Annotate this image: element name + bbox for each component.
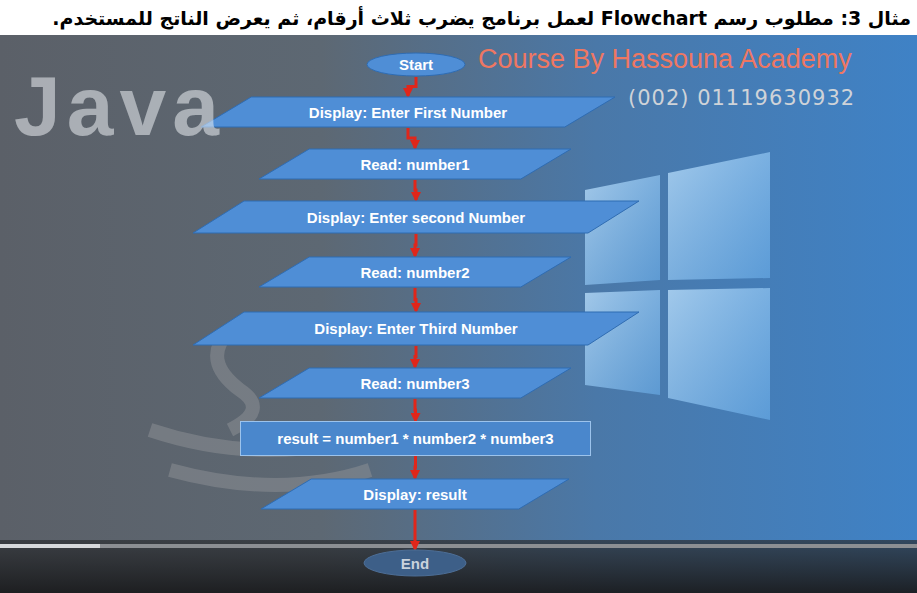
output-parallelogram: Display: Enter First Number (200, 96, 616, 128)
output-parallelogram: Display: Enter second Number (192, 200, 640, 234)
node-shape (193, 201, 639, 233)
flow-arrow (408, 77, 416, 96)
watermark-phone: (002) 01119630932 (628, 86, 855, 110)
input-parallelogram: Read: number1 (258, 148, 572, 180)
node-shape (364, 550, 466, 576)
video-bar (0, 540, 917, 593)
node-label: Read: number3 (360, 375, 469, 392)
input-parallelogram: Read: number3 (258, 367, 572, 399)
flow-arrow (415, 180, 416, 200)
node-label: Display: Enter second Number (307, 209, 525, 226)
node-shape (259, 257, 571, 287)
node-shape (259, 149, 571, 179)
flow-arrow (414, 456, 418, 478)
windows-logo (585, 152, 770, 420)
node-shape (193, 312, 639, 345)
watermark-java: Java (14, 58, 225, 155)
node-shape (201, 97, 615, 127)
node-label: Display: result (363, 486, 466, 503)
output-parallelogram: Display: result (260, 478, 570, 510)
flow-arrow (414, 399, 418, 421)
input-parallelogram: Read: number2 (258, 256, 572, 288)
watermark-academy: Course By Hassouna Academy (478, 44, 852, 75)
java-cup-logo (150, 330, 390, 485)
node-label: Start (399, 56, 433, 73)
flow-arrow (408, 128, 415, 148)
flow-arrow (415, 288, 416, 311)
node-label: Display: Enter Third Number (314, 320, 517, 337)
node-label: Display: Enter First Number (309, 104, 507, 121)
title-bar: مثال 3: مطلوب رسم Flowchart لعمل برنامج … (0, 0, 917, 35)
flow-arrow (415, 346, 416, 367)
node-label: result = number1 * number2 * number3 (277, 430, 553, 447)
node-shape (367, 53, 465, 76)
flow-arrow (414, 510, 417, 549)
node-shape (241, 422, 591, 456)
node-label: Read: number2 (360, 264, 469, 281)
node-shape (259, 368, 571, 398)
flow-arrow (415, 234, 416, 256)
progress-fill (0, 544, 100, 548)
node-shape (261, 479, 569, 509)
start-terminal: Start (366, 52, 466, 77)
node-label: Read: number1 (360, 156, 469, 173)
output-parallelogram: Display: Enter Third Number (192, 311, 640, 346)
end-terminal: End (363, 549, 467, 577)
title-text: مثال 3: مطلوب رسم Flowchart لعمل برنامج … (52, 7, 911, 29)
node-label: End (401, 555, 429, 572)
progress-track (0, 544, 917, 548)
process-box: result = number1 * number2 * number3 (240, 421, 591, 456)
